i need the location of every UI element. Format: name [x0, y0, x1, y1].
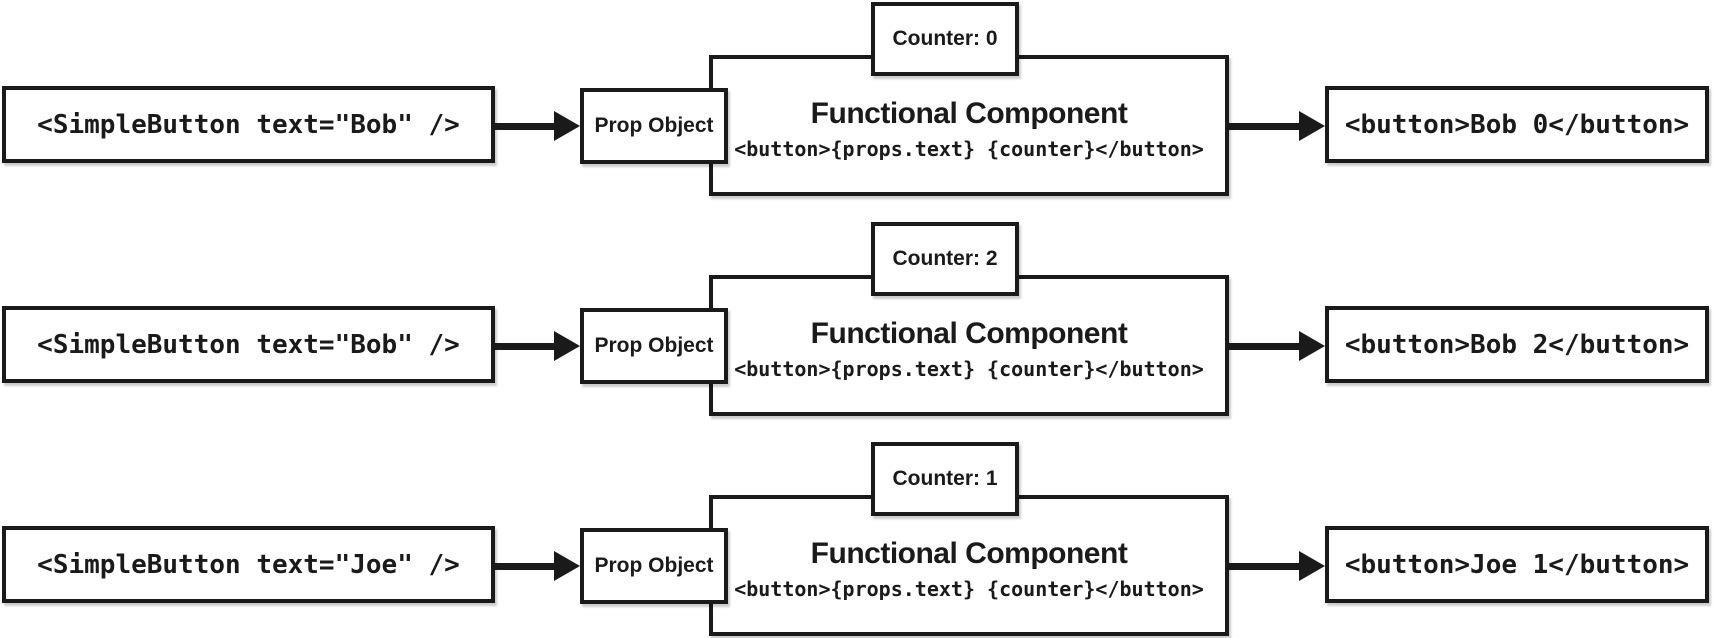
prop-object-box: Prop Object [580, 528, 728, 604]
component-flow-row: <SimpleButton text="Bob" /> Functional C… [0, 0, 1714, 220]
functional-component-box: Functional Component <button>{props.text… [709, 495, 1229, 636]
prop-object-box: Prop Object [580, 308, 728, 384]
arrow-shaft [495, 562, 554, 570]
component-title: Functional Component [810, 536, 1128, 570]
component-title: Functional Component [810, 316, 1128, 350]
arrow-head-icon [1299, 111, 1325, 141]
component-flow-row: <SimpleButton text="Joe" /> Functional C… [0, 440, 1714, 638]
arrow-head-icon [1299, 551, 1325, 581]
arrow-head-icon [554, 111, 580, 141]
arrow-head-icon [554, 331, 580, 361]
component-title: Functional Component [810, 96, 1128, 130]
component-jsx-code: <button>{props.text} {counter}</button> [734, 576, 1204, 601]
component-jsx-code: <button>{props.text} {counter}</button> [734, 136, 1204, 161]
arrow-shaft [1227, 342, 1299, 350]
rendered-output-box: <button>Joe 1</button> [1325, 526, 1709, 603]
jsx-source-box: <SimpleButton text="Bob" /> [2, 306, 495, 383]
arrow-shaft [495, 122, 554, 130]
jsx-source-box: <SimpleButton text="Joe" /> [2, 526, 495, 603]
rendered-output-box: <button>Bob 0</button> [1325, 86, 1709, 163]
arrow-shaft [495, 342, 554, 350]
arrow-right-icon [1227, 551, 1325, 581]
functional-component-box: Functional Component <button>{props.text… [709, 275, 1229, 416]
counter-state-badge: Counter: 0 [871, 2, 1019, 76]
rendered-output-box: <button>Bob 2</button> [1325, 306, 1709, 383]
functional-component-box: Functional Component <button>{props.text… [709, 55, 1229, 196]
component-jsx-code: <button>{props.text} {counter}</button> [734, 356, 1204, 381]
arrow-shaft [1227, 562, 1299, 570]
prop-object-box: Prop Object [580, 88, 728, 164]
arrow-right-icon [1227, 331, 1325, 361]
arrow-shaft [1227, 122, 1299, 130]
arrow-right-icon [495, 551, 580, 581]
arrow-right-icon [1227, 111, 1325, 141]
arrow-head-icon [1299, 331, 1325, 361]
arrow-right-icon [495, 111, 580, 141]
arrow-head-icon [554, 551, 580, 581]
arrow-right-icon [495, 331, 580, 361]
counter-state-badge: Counter: 2 [871, 222, 1019, 296]
jsx-source-box: <SimpleButton text="Bob" /> [2, 86, 495, 163]
component-flow-row: <SimpleButton text="Bob" /> Functional C… [0, 220, 1714, 440]
counter-state-badge: Counter: 1 [871, 442, 1019, 516]
